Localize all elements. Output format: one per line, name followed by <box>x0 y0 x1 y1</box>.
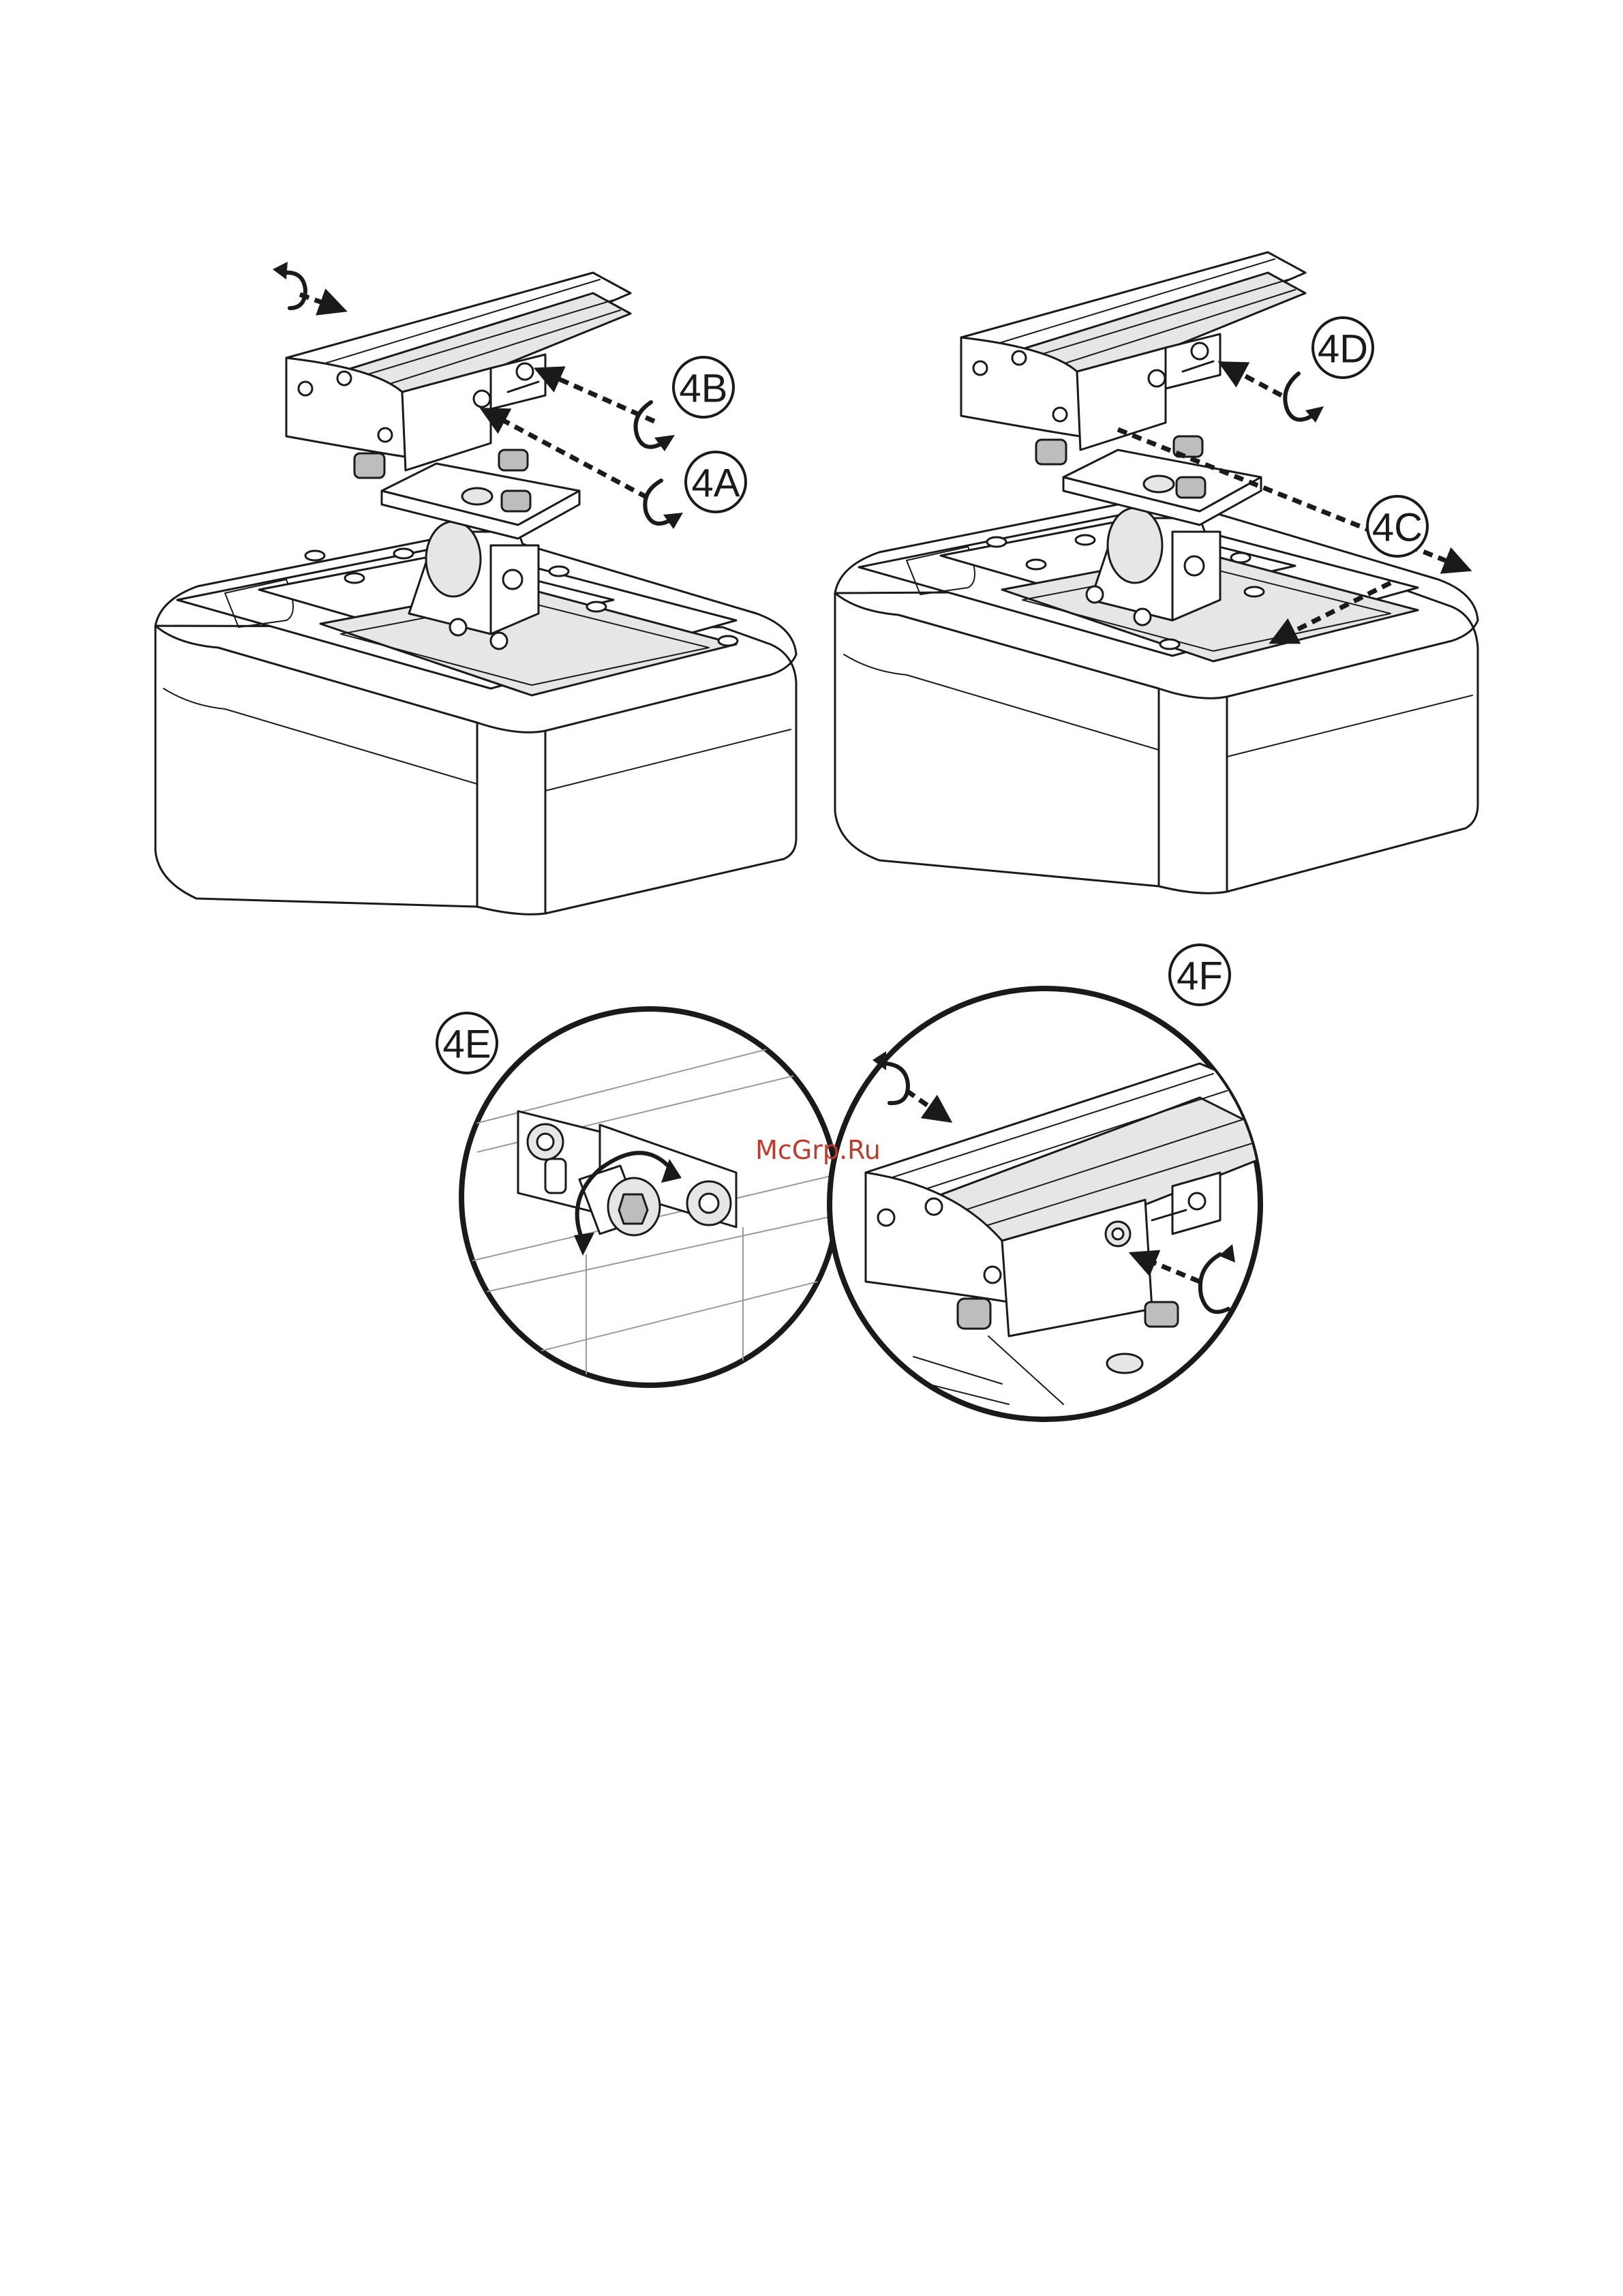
dashed-arrow-4d <box>1230 368 1324 423</box>
figure-right-mount: 4D 4C <box>835 252 1478 893</box>
callout-4a-label: 4A <box>692 462 740 506</box>
callout-4a: 4A <box>686 452 746 512</box>
callout-4c: 4C <box>1367 496 1427 556</box>
extension-rail-right <box>961 252 1305 450</box>
rotation-arrow-top-left <box>273 262 334 308</box>
callout-4b: 4B <box>673 357 733 417</box>
callout-4e: 4E <box>437 1013 497 1073</box>
figure-left-mount: 4B 4A <box>155 262 796 914</box>
watermark-text: McGrp.Ru <box>755 1135 881 1165</box>
callout-4f-label: 4F <box>1177 954 1223 999</box>
callout-4d: 4D <box>1313 318 1373 378</box>
detail-4e: 4E <box>437 1009 845 1391</box>
extension-rail-left <box>286 273 631 470</box>
callout-4e-label: 4E <box>443 1023 491 1067</box>
callout-4f: 4F <box>1170 945 1230 1005</box>
detail-4f: 4F <box>830 945 1295 1419</box>
callout-4d-label: 4D <box>1318 327 1368 372</box>
dashed-arrow-4b <box>547 374 675 451</box>
callout-4b-label: 4B <box>680 367 728 411</box>
callout-4c-label: 4C <box>1372 506 1423 550</box>
